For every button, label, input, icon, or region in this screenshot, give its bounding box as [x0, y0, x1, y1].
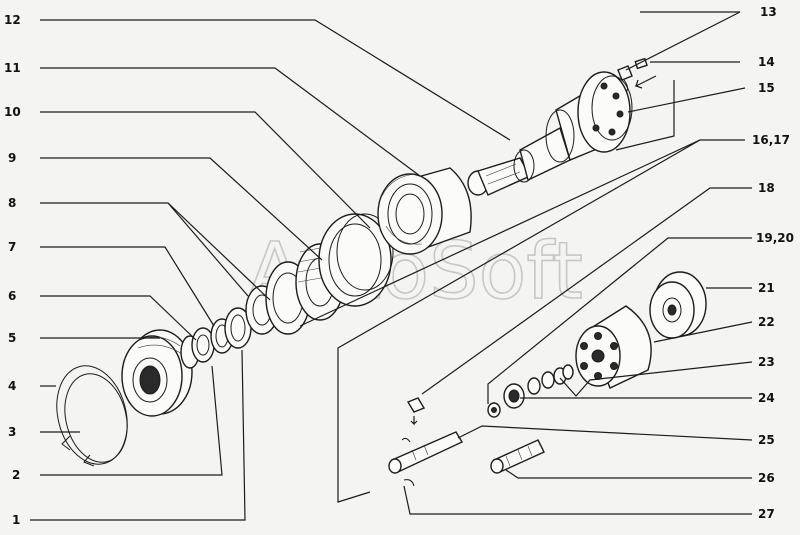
- callout-13: 13: [760, 5, 777, 19]
- callout-16-17: 16,17: [752, 133, 790, 147]
- callout-15: 15: [758, 81, 775, 95]
- callout-22: 22: [758, 315, 775, 329]
- callout-19-20: 19,20: [756, 231, 794, 245]
- part-disc: [649, 271, 707, 339]
- callout-1: 1: [12, 513, 20, 527]
- part-cover: [121, 329, 193, 417]
- callout-18: 18: [758, 181, 775, 195]
- callout-26: 26: [758, 471, 775, 485]
- part-flange: [577, 71, 633, 153]
- callout-12: 12: [4, 13, 21, 27]
- callout-10: 10: [4, 105, 21, 119]
- callout-27: 27: [758, 507, 775, 521]
- callout-5: 5: [8, 331, 16, 345]
- part-outer-ring: [318, 213, 394, 307]
- callout-2: 2: [12, 468, 20, 482]
- part-rotor: [575, 305, 652, 389]
- callout-11: 11: [4, 61, 21, 75]
- callout-7: 7: [8, 240, 16, 254]
- part-bolt-lock: [617, 57, 657, 93]
- part-snap-ring: [56, 365, 128, 467]
- leader-lines: [30, 11, 753, 521]
- part-rod: [388, 431, 463, 474]
- callout-8: 8: [8, 196, 16, 210]
- part-bearing: [377, 167, 472, 255]
- callout-6: 6: [8, 289, 16, 303]
- part-small-rings: [180, 307, 252, 369]
- callout-21: 21: [758, 281, 775, 295]
- callout-14: 14: [758, 55, 775, 69]
- callout-9: 9: [8, 151, 16, 165]
- part-valve: [490, 439, 545, 474]
- callout-labels: 12 11 10 9 8 7 6 5 4 3 2 1 13 14 15 16,1…: [4, 5, 794, 527]
- callout-3: 3: [8, 425, 16, 439]
- part-pin: [406, 397, 426, 426]
- callout-4: 4: [8, 379, 16, 393]
- callout-24: 24: [758, 391, 775, 405]
- part-bushings: [487, 364, 574, 418]
- part-clip: [403, 479, 415, 487]
- callout-23: 23: [758, 355, 775, 369]
- callout-25: 25: [758, 433, 775, 447]
